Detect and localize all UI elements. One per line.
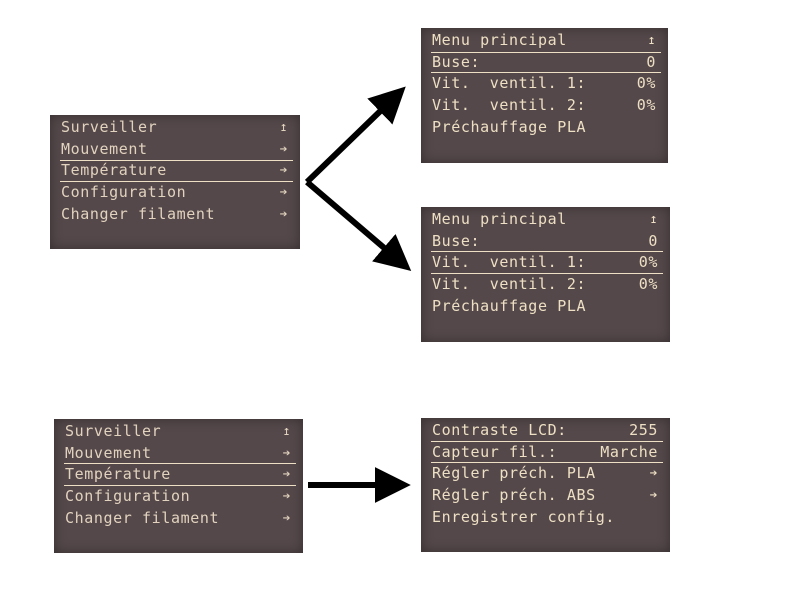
lcd-configuration-menu: Contraste LCD: 255 Capteur fil.: Marche … — [421, 418, 670, 552]
lcd-temperature-menu-fan1-selected: Menu principal ↥ Buse: 0 Vit. ventil. 1:… — [421, 207, 670, 342]
menu-item-mouvement[interactable]: Mouvement ➔ — [61, 139, 290, 161]
menu-item-capteur-fil[interactable]: Capteur fil.: Marche — [431, 442, 663, 464]
menu-item-vit-ventil-1[interactable]: Vit. ventil. 1: 0% — [432, 73, 658, 95]
menu-item-value: 0% — [638, 253, 658, 272]
right-arrow-icon: ➔ — [282, 489, 291, 505]
menu-item-label: Vit. ventil. 2: — [432, 96, 587, 115]
menu-item-vit-ventil-2[interactable]: Vit. ventil. 2: 0% — [432, 274, 660, 296]
up-arrow-icon: ↥ — [282, 424, 291, 440]
menu-item-configuration[interactable]: Configuration ➔ — [61, 182, 290, 204]
right-arrow-icon: ➔ — [282, 510, 291, 526]
menu-item-mouvement[interactable]: Mouvement ➔ — [64, 443, 296, 465]
menu-item-surveiller[interactable]: Surveiller ↥ — [61, 117, 290, 139]
menu-item-prechauffage-pla[interactable]: Préchauffage PLA — [432, 295, 660, 317]
menu-item-value: 0% — [636, 74, 656, 93]
arrow-to-temp-menu-bottom — [305, 179, 412, 272]
menu-item-label: Capteur fil.: — [432, 442, 558, 461]
menu-item-label: Configuration — [61, 183, 187, 202]
menu-item-value: 0 — [646, 52, 656, 71]
lcd-main-menu-top: Surveiller ↥ Mouvement ➔ Température ➔ C… — [50, 115, 300, 249]
menu-item-value: 255 — [629, 421, 658, 440]
menu-item-label: Buse: — [432, 52, 481, 71]
right-arrow-icon: ➔ — [282, 445, 291, 461]
right-arrow-icon: ➔ — [649, 488, 658, 504]
menu-item-label: Changer filament — [65, 508, 220, 527]
up-arrow-icon: ↥ — [279, 120, 288, 136]
up-arrow-icon: ↥ — [649, 212, 658, 228]
menu-item-value: Marche — [600, 442, 658, 461]
menu-item-regler-prech-pla[interactable]: Régler préch. PLA ➔ — [432, 463, 660, 485]
menu-item-temperature[interactable]: Température ➔ — [64, 464, 296, 486]
menu-item-surveiller[interactable]: Surveiller ↥ — [65, 421, 293, 443]
menu-item-label: Buse: — [432, 231, 481, 250]
menu-item-prechauffage-pla[interactable]: Préchauffage PLA — [432, 116, 658, 138]
right-arrow-icon: ➔ — [279, 163, 288, 179]
lcd-main-menu-bottom: Surveiller ↥ Mouvement ➔ Température ➔ C… — [54, 419, 303, 553]
menu-item-value: 0 — [648, 231, 658, 250]
menu-item-menu-principal[interactable]: Menu principal ↥ — [432, 30, 658, 52]
menu-item-label: Vit. ventil. 2: — [432, 275, 587, 294]
right-arrow-icon: ➔ — [279, 141, 288, 157]
menu-item-label: Surveiller — [65, 422, 162, 441]
menu-item-menu-principal[interactable]: Menu principal ↥ — [432, 209, 660, 231]
menu-item-label: Régler préch. PLA — [432, 464, 596, 483]
menu-item-label: Mouvement — [65, 443, 152, 462]
right-arrow-icon: ➔ — [649, 466, 658, 482]
menu-item-contraste-lcd[interactable]: Contraste LCD: 255 — [431, 420, 663, 442]
menu-item-label: Régler préch. ABS — [432, 486, 596, 505]
menu-item-label: Préchauffage PLA — [432, 296, 587, 315]
menu-item-label: Configuration — [65, 487, 191, 506]
lcd-temperature-menu-buse-selected: Menu principal ↥ Buse: 0 Vit. ventil. 1:… — [421, 28, 668, 163]
menu-item-label: Température — [65, 465, 171, 484]
right-arrow-icon: ➔ — [279, 206, 288, 222]
menu-item-label: Changer filament — [61, 204, 216, 223]
menu-item-vit-ventil-2[interactable]: Vit. ventil. 2: 0% — [432, 95, 658, 117]
menu-item-value: 0% — [636, 96, 656, 115]
menu-item-label: Vit. ventil. 1: — [432, 253, 587, 272]
up-arrow-icon: ↥ — [647, 33, 656, 49]
menu-item-buse[interactable]: Buse: 0 — [431, 51, 661, 74]
menu-item-value: 0% — [638, 275, 658, 294]
menu-item-label: Enregistrer config. — [432, 507, 615, 526]
menu-item-temperature[interactable]: Température ➔ — [60, 160, 293, 182]
menu-item-changer-filament[interactable]: Changer filament ➔ — [65, 507, 293, 529]
menu-item-buse[interactable]: Buse: 0 — [431, 231, 663, 253]
menu-item-vit-ventil-1[interactable]: Vit. ventil. 1: 0% — [431, 252, 663, 274]
menu-item-label: Menu principal — [432, 210, 567, 229]
arrow-to-temp-menu-top — [304, 86, 406, 185]
menu-item-label: Vit. ventil. 1: — [432, 74, 587, 93]
menu-item-regler-prech-abs[interactable]: Régler préch. ABS ➔ — [432, 485, 660, 507]
menu-item-enregistrer-config[interactable]: Enregistrer config. — [432, 506, 660, 528]
menu-item-configuration[interactable]: Configuration ➔ — [65, 486, 293, 508]
menu-item-label: Contraste LCD: — [432, 421, 567, 440]
right-arrow-icon: ➔ — [279, 185, 288, 201]
menu-item-label: Mouvement — [61, 139, 148, 158]
menu-item-label: Menu principal — [432, 31, 567, 50]
menu-item-changer-filament[interactable]: Changer filament ➔ — [61, 203, 290, 225]
menu-item-label: Surveiller — [61, 118, 158, 137]
menu-item-label: Préchauffage PLA — [432, 117, 587, 136]
right-arrow-icon: ➔ — [282, 467, 291, 483]
menu-item-label: Température — [61, 161, 167, 180]
